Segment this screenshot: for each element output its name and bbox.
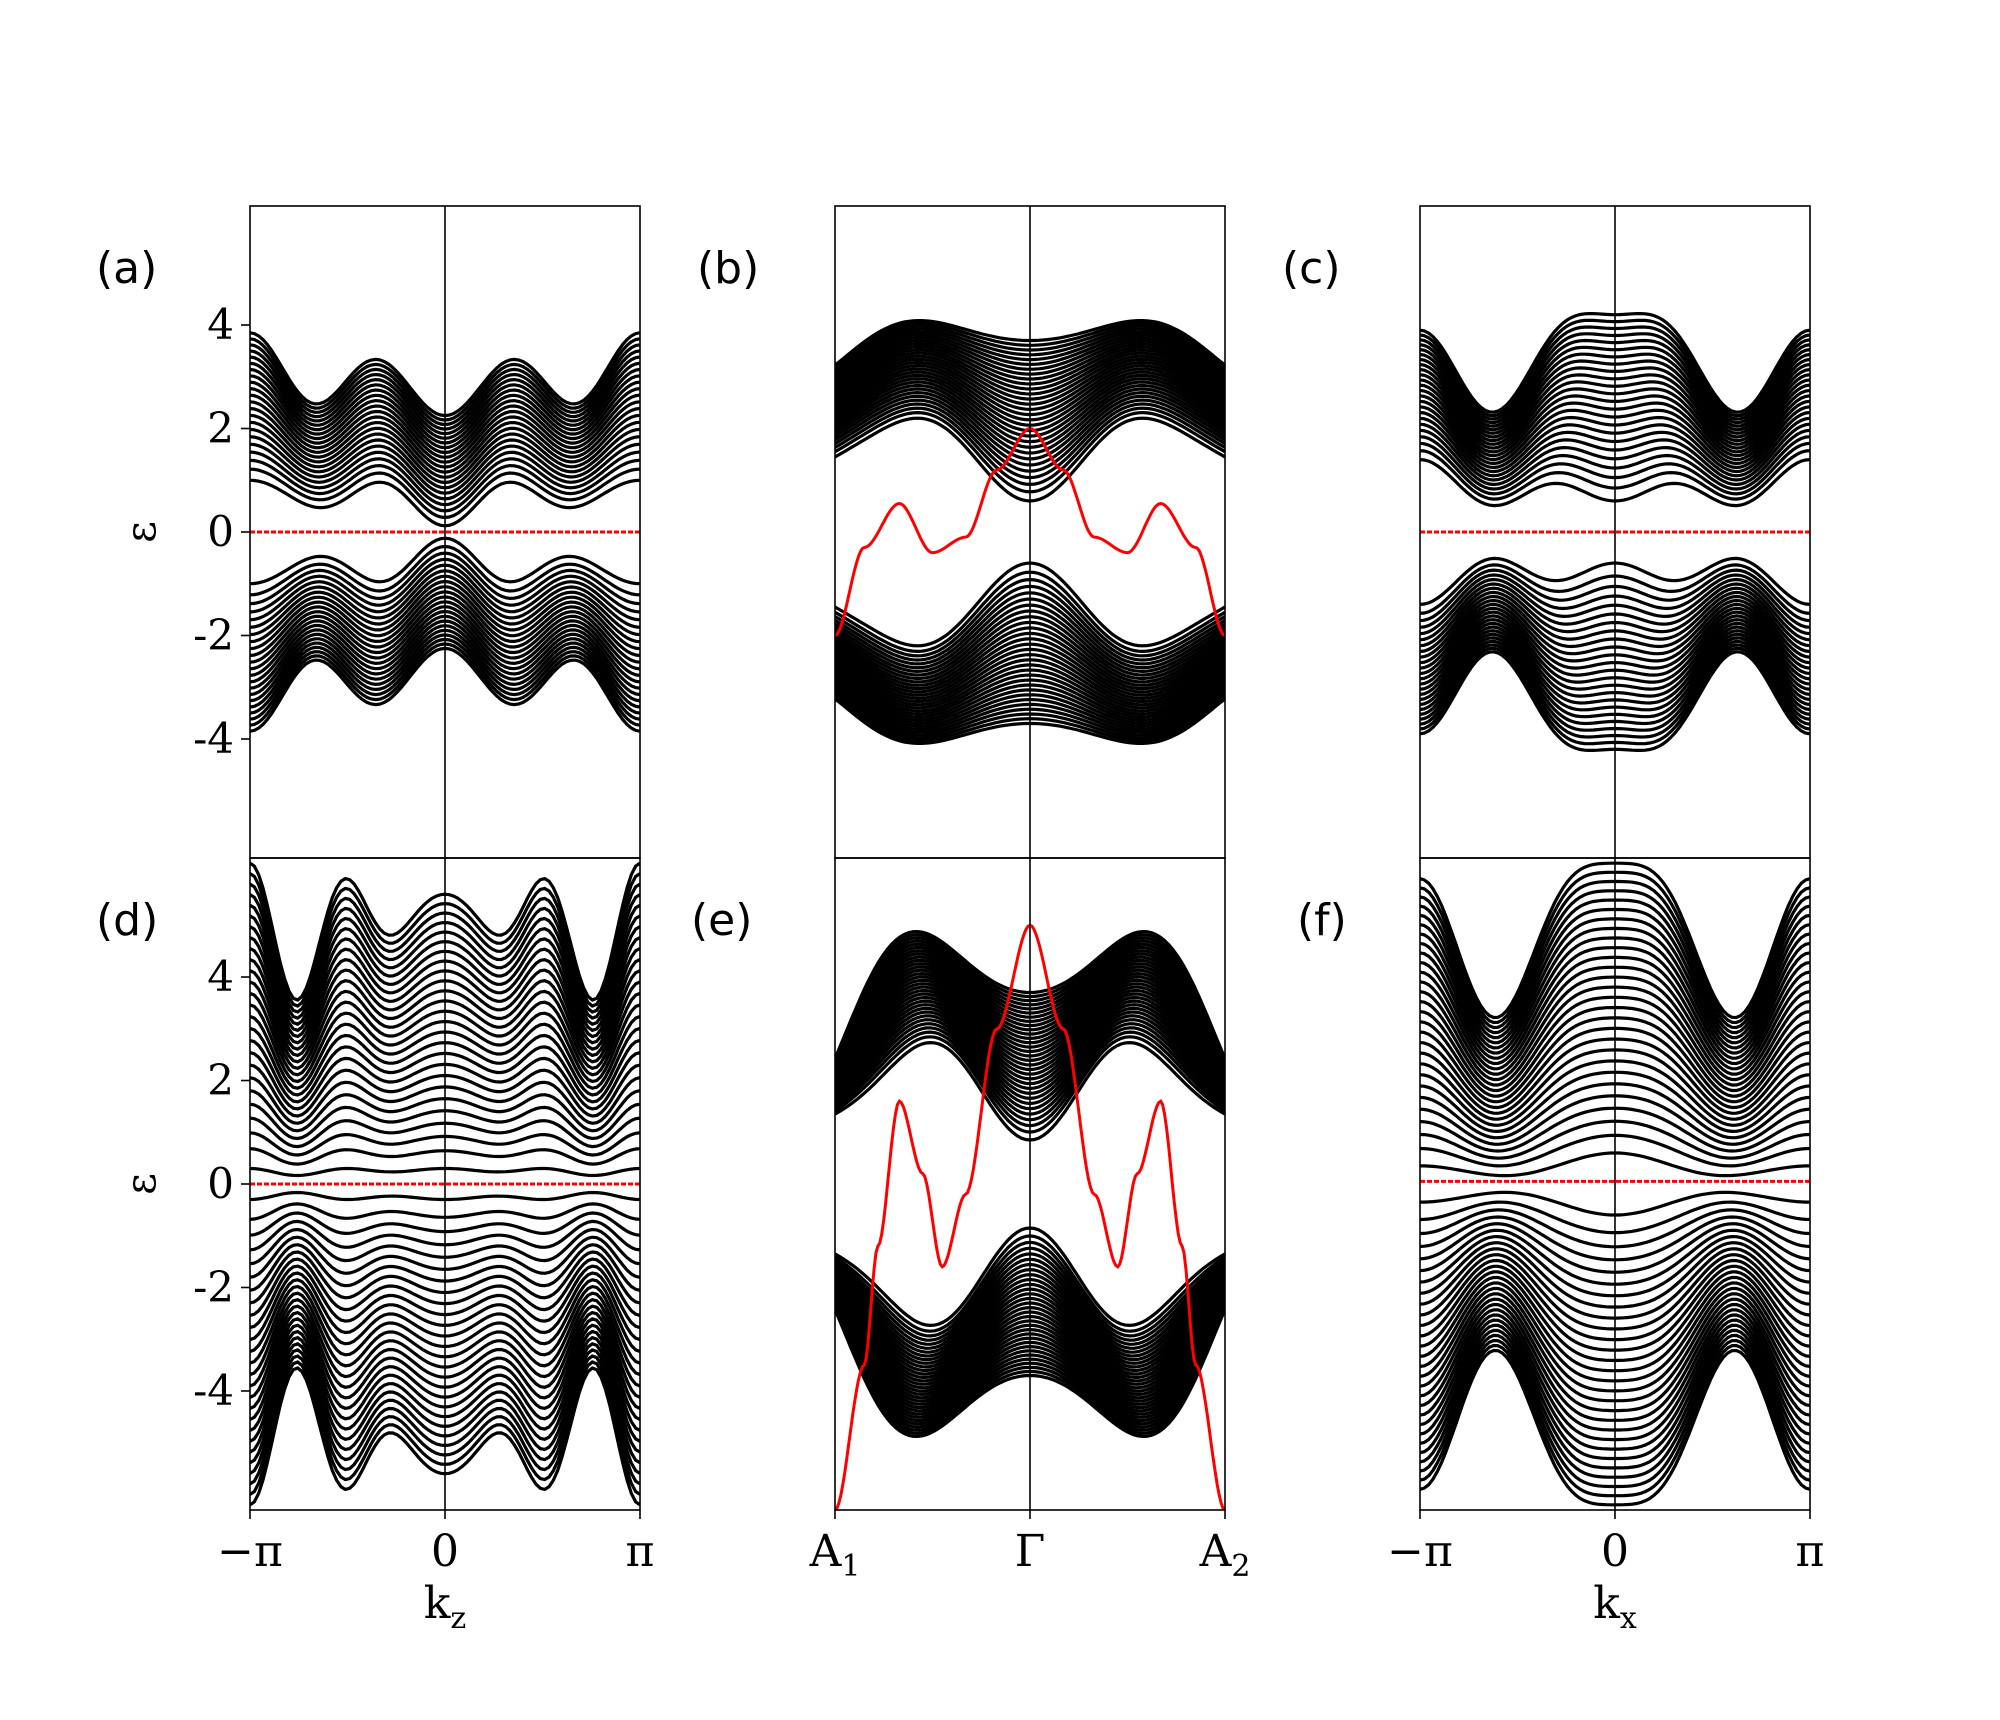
panel-d: 4 2 0 -2 -4 −π 0 π ε kz (d) <box>96 857 655 1636</box>
y-axis-label: ε <box>116 521 165 543</box>
y-axis-label: ε <box>116 1173 165 1195</box>
x-tick-label: −π <box>217 1526 283 1577</box>
x-tick-label: 0 <box>431 1526 459 1577</box>
x-tick-label: −π <box>1387 1526 1453 1577</box>
x-tick-label: π <box>626 1526 655 1577</box>
panel-f: −π 0 π kx (f) <box>1297 857 1825 1636</box>
x-tick-label: 0 <box>1601 1526 1629 1577</box>
panel-label: (c) <box>1282 243 1341 294</box>
x-tick-label: A1 <box>809 1526 861 1584</box>
panel-label: (e) <box>691 895 752 946</box>
panel-label: (b) <box>697 243 759 294</box>
x-axis-label: kx <box>1593 1578 1637 1636</box>
y-tick-label: -2 <box>193 1262 234 1311</box>
panel-b: (b) <box>697 205 1226 859</box>
y-tick-label: -2 <box>193 610 234 659</box>
y-tick-label: 4 <box>207 952 234 1001</box>
y-tick-label: -4 <box>193 714 234 763</box>
y-tick-label: 0 <box>207 507 234 556</box>
panel-e: A1 Γ A2 (e) <box>691 857 1251 1584</box>
x-tick-label: Γ <box>1015 1526 1046 1577</box>
y-tick-label: 2 <box>207 1056 234 1105</box>
panel-a: 4 2 0 -2 -4 ε (a) <box>96 205 641 859</box>
x-tick-label: A2 <box>1199 1526 1251 1584</box>
x-axis-label: kz <box>424 1578 466 1636</box>
panel-label: (d) <box>96 895 158 946</box>
panel-label: (f) <box>1297 895 1347 946</box>
x-tick-label: π <box>1796 1526 1825 1577</box>
y-tick-label: 4 <box>207 300 234 349</box>
y-tick-label: -4 <box>193 1366 234 1415</box>
panel-c: (c) <box>1282 205 1811 859</box>
panel-label: (a) <box>96 243 157 294</box>
y-tick-label: 2 <box>207 404 234 453</box>
y-tick-label: 0 <box>207 1159 234 1208</box>
